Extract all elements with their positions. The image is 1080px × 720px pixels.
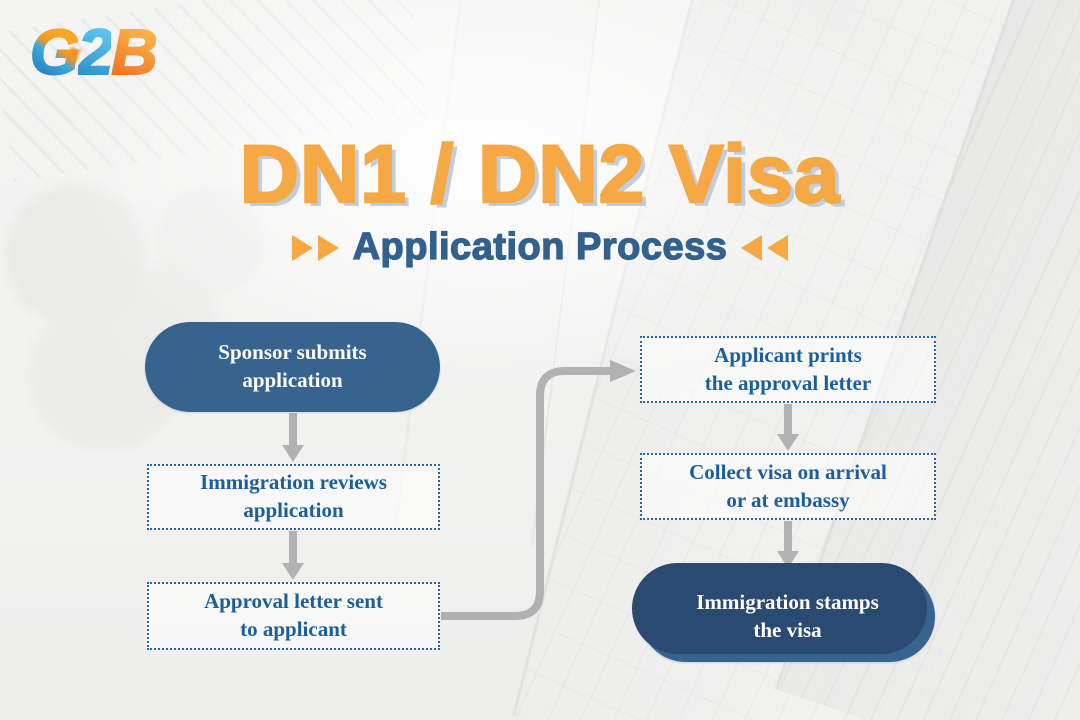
subtitle-row: Application Process [0, 225, 1080, 269]
fast-forward-icon [291, 234, 339, 261]
logo-letter-2: 2 [77, 16, 115, 88]
connector-step3-step4 [441, 367, 612, 620]
step-collect-visa: Collect visa on arrival or at embassy [640, 453, 936, 520]
arrowhead [282, 445, 304, 462]
page-subtitle: Application Process [352, 225, 728, 268]
step-immigration-reviews: Immigration reviews application [147, 464, 440, 530]
step-approval-letter-sent: Approval letter sent to applicant [147, 582, 440, 650]
step-sponsor-submits: Sponsor submits application [145, 322, 440, 412]
step-immigration-stamps: Immigration stamps the visa [632, 563, 935, 662]
rewind-icon [741, 234, 789, 261]
arrowhead [282, 563, 304, 580]
step-applicant-prints: Applicant prints the approval letter [640, 336, 936, 403]
arrowhead [610, 360, 636, 382]
logo-letter-b: B [110, 16, 158, 88]
g2b-logo: G2B ✈ [29, 19, 159, 85]
page-title: DN1 / DN2 Visa [239, 128, 841, 222]
arrowhead [777, 434, 799, 451]
